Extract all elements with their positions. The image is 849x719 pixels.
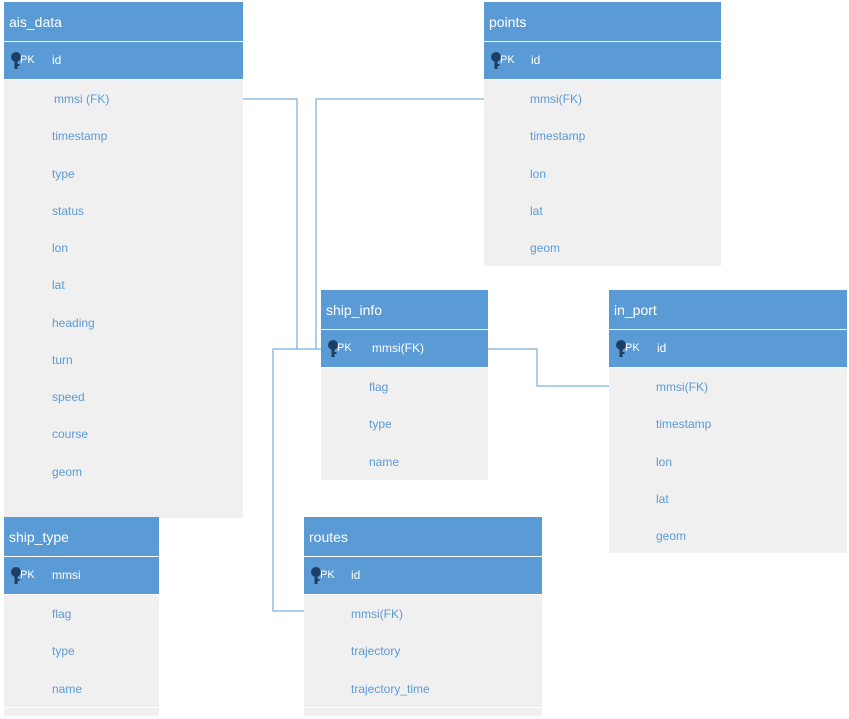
key-icon [311, 567, 321, 584]
key-icon [616, 340, 626, 357]
key-icon [11, 52, 21, 69]
entity-title: points [484, 2, 721, 42]
field-heading: heading [52, 316, 95, 330]
field-speed: speed [52, 390, 85, 404]
pk-field: id [351, 568, 361, 582]
key-icon [328, 340, 338, 357]
ship-type-bottom-divider [4, 707, 159, 708]
field-course: course [52, 427, 89, 441]
primary-key-row[interactable]: PK id [609, 330, 847, 368]
pk-label: PK [625, 342, 640, 354]
field-timestamp: timestamp [530, 129, 586, 143]
pk-label: PK [20, 569, 35, 581]
pk-field: id [531, 53, 541, 67]
routes-bottom-divider [304, 707, 542, 708]
pk-label: PK [320, 569, 335, 581]
primary-key-row[interactable]: PK mmsi(FK) [321, 330, 488, 368]
field-geom: geom [530, 241, 561, 255]
link-points-ship-info [315, 98, 484, 349]
entity-ais-data[interactable]: ais_data PK id mmsi (FK) timestamp type … [4, 2, 243, 518]
key-icon [491, 52, 501, 69]
entity-title: ais_data [4, 2, 243, 42]
field-lat: lat [52, 278, 65, 292]
entity-points[interactable]: points PK id mmsi(FK) timestamp lon lat … [484, 2, 721, 266]
link-ais-data-ship-info [243, 98, 321, 350]
field-trajectory: trajectory [351, 644, 401, 658]
field-lat: lat [530, 204, 543, 218]
pk-label: PK [20, 54, 35, 66]
link-ship-info-routes [272, 348, 321, 612]
field-geom: geom [52, 465, 83, 479]
field-type: type [52, 167, 75, 181]
pk-field: mmsi(FK) [372, 341, 424, 355]
field-mmsi: mmsi (FK) [54, 92, 110, 106]
field-lon: lon [530, 167, 547, 181]
field-name: name [52, 682, 83, 696]
key-icon [11, 567, 21, 584]
pk-field: id [657, 341, 667, 355]
entity-title: routes [304, 517, 542, 557]
pk-field: mmsi [52, 568, 81, 582]
primary-key-row[interactable]: PK id [4, 42, 243, 80]
primary-key-row[interactable]: PK id [484, 42, 721, 80]
field-trajectory-time: trajectory_time [351, 682, 430, 696]
link-ship-info-in-port [488, 348, 609, 387]
field-mmsi: mmsi(FK) [530, 92, 582, 106]
entity-title: ship_type [4, 517, 159, 557]
entity-ship-info[interactable]: ship_info PK mmsi(FK) flag type name [321, 290, 488, 480]
entity-ship-type[interactable]: ship_type PK mmsi flag type name [4, 517, 159, 716]
field-flag: flag [52, 607, 72, 621]
pk-label: PK [337, 342, 352, 354]
entity-title: ship_info [321, 290, 488, 330]
field-status: status [52, 204, 85, 218]
field-lon: lon [52, 241, 69, 255]
field-lat: lat [656, 492, 669, 506]
field-mmsi: mmsi(FK) [351, 607, 403, 621]
field-lon: lon [656, 455, 673, 469]
field-type: type [369, 417, 392, 431]
pk-label: PK [500, 54, 515, 66]
entity-routes[interactable]: routes PK id mmsi(FK) trajectory traject… [304, 517, 542, 716]
field-timestamp: timestamp [52, 129, 108, 143]
entity-title: in_port [609, 290, 847, 330]
field-type: type [52, 644, 75, 658]
pk-field: id [52, 53, 62, 67]
field-timestamp: timestamp [656, 417, 712, 431]
field-name: name [369, 455, 400, 469]
primary-key-row[interactable]: PK mmsi [4, 557, 159, 595]
field-flag: flag [369, 380, 389, 394]
field-mmsi: mmsi(FK) [656, 380, 708, 394]
primary-key-row[interactable]: PK id [304, 557, 542, 595]
field-turn: turn [52, 353, 73, 367]
field-geom: geom [656, 529, 687, 543]
entity-in-port[interactable]: in_port PK id mmsi(FK) timestamp lon lat… [609, 290, 847, 553]
